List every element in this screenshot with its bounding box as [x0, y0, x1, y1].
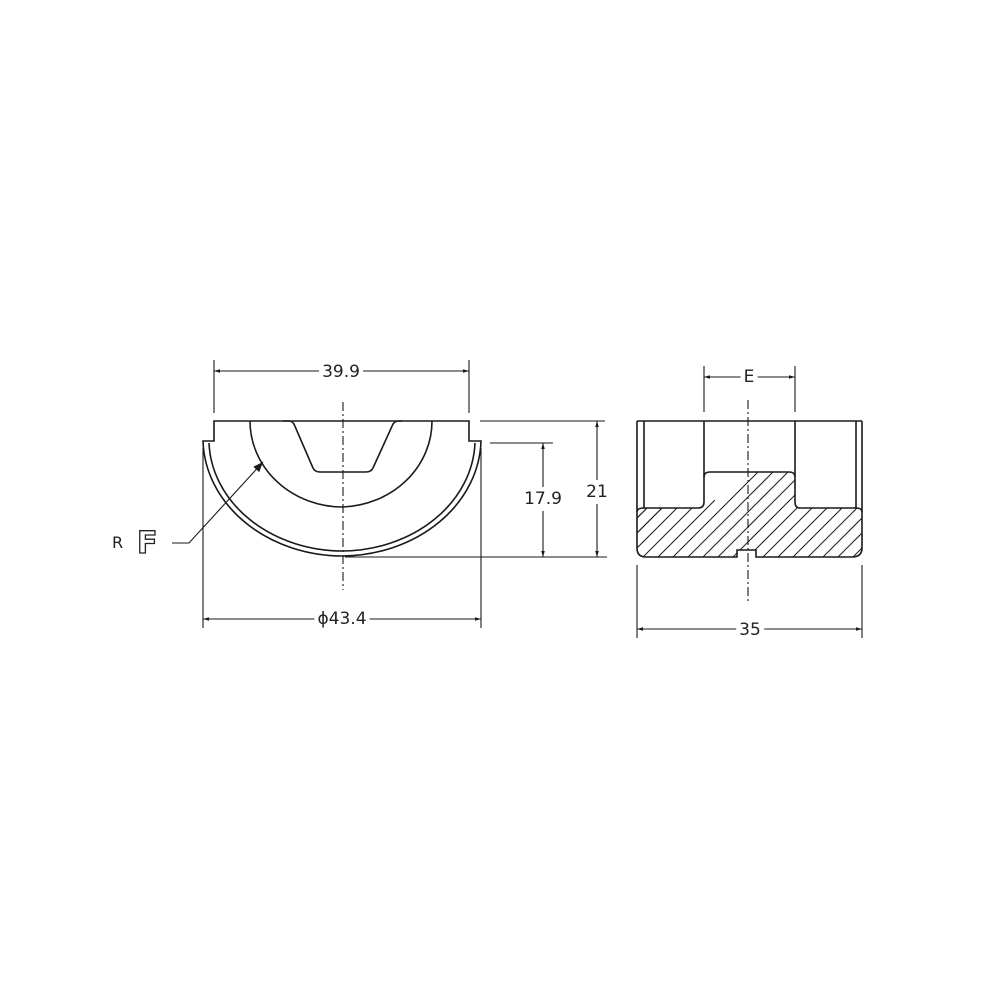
dim-label-total-height: 21 [586, 480, 608, 504]
radius-leader [172, 461, 264, 544]
dim-label-top-width: 39.9 [319, 363, 363, 381]
front-v-notch [283, 420, 402, 473]
radius-value-placeholder: F [136, 525, 158, 561]
dim-label-diameter: ϕ43.4 [314, 610, 370, 628]
dim-label-slot: E [740, 368, 758, 386]
front-cavity-arc [249, 420, 433, 508]
front-outer-profile [202, 420, 482, 557]
radius-prefix: R [112, 533, 124, 552]
section-outline [636, 471, 863, 558]
front-inner-offset-arc [208, 442, 476, 552]
dim-label-side-width: 35 [736, 621, 764, 639]
dim-label-inner-height: 17.9 [524, 487, 562, 511]
